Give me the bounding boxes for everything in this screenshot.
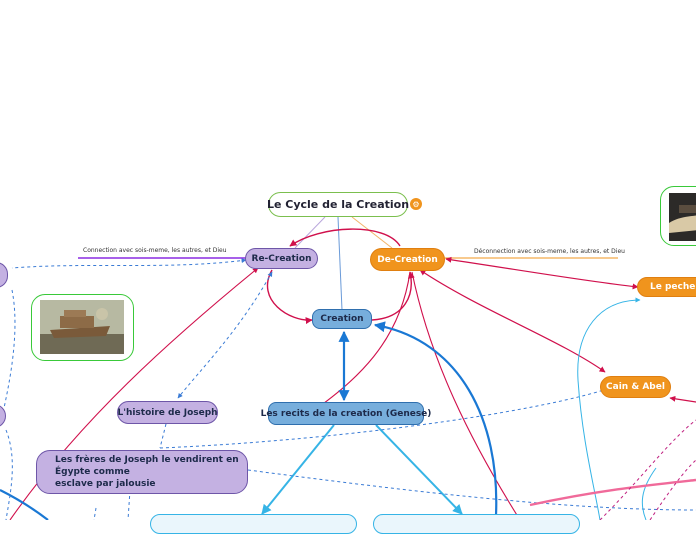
connections-layer bbox=[0, 216, 696, 520]
cain-right-link bbox=[669, 395, 696, 403]
right-cyan-loop-2 bbox=[641, 467, 657, 520]
creation-node[interactable]: Creation bbox=[312, 309, 372, 329]
noah-ark-image bbox=[40, 300, 124, 354]
freres-bottom-dashed bbox=[127, 489, 131, 520]
cycle-recreation-to-creation bbox=[266, 269, 313, 325]
cycle-decreation-to-recreation bbox=[289, 228, 401, 247]
cain-abel-node[interactable]: Cain & Abel bbox=[600, 376, 671, 398]
recreation-to-joseph-dashed bbox=[177, 271, 273, 399]
root-to-creation-link bbox=[337, 216, 343, 311]
decreation-down-link-2 bbox=[411, 271, 521, 520]
peche-node[interactable]: Le peche ori bbox=[637, 277, 696, 297]
relation-label-recreation: Connection avec sois-meme, les autres, e… bbox=[83, 247, 227, 254]
freres-line-2: esclave par jalousie bbox=[55, 479, 156, 489]
peche-image bbox=[669, 193, 696, 241]
bottom-left-child-node[interactable] bbox=[150, 514, 357, 534]
noah-ark-image-frame bbox=[31, 294, 134, 361]
root-settings-icon[interactable]: ⚙ bbox=[410, 198, 422, 210]
decreation-node[interactable]: De-Creation bbox=[370, 248, 445, 271]
left-lower-dashed bbox=[5, 429, 13, 520]
decreation-to-peche-link bbox=[445, 256, 639, 290]
recreation-to-left-dashed bbox=[11, 258, 247, 269]
recreation-node[interactable]: Re-Creation bbox=[245, 248, 318, 269]
freres-to-right-dashed bbox=[247, 469, 696, 511]
cycle-creation-to-decreation bbox=[371, 271, 415, 321]
root-to-decreation-link bbox=[351, 216, 393, 249]
decreation-to-cain-link bbox=[419, 269, 606, 373]
recits-to-left-child-link bbox=[261, 424, 335, 515]
freres-line-1: Les frères de Joseph le vendirent en Égy… bbox=[55, 455, 239, 477]
root-topic[interactable]: Le Cycle de la Creation bbox=[267, 192, 409, 217]
joseph-node[interactable]: L'histoire de Joseph bbox=[117, 401, 218, 424]
bottom-right-child-node[interactable] bbox=[373, 514, 580, 534]
right-magenta-dashed-2 bbox=[649, 459, 696, 520]
creation-to-bottom-right-link bbox=[373, 321, 498, 516]
root-to-recreation-link bbox=[294, 216, 326, 249]
recits-node[interactable]: Les recits de la creation (Genese) bbox=[261, 402, 431, 425]
left-vertical-dashed bbox=[3, 289, 16, 409]
right-pink-link bbox=[529, 478, 696, 507]
bottom-left-blue-link bbox=[0, 489, 49, 520]
joseph-to-freres-dashed bbox=[159, 423, 167, 449]
freres-bottom-dashed-2 bbox=[93, 507, 97, 520]
decreation-down-link bbox=[299, 271, 411, 421]
right-cyan-loop bbox=[577, 297, 641, 520]
freres-node[interactable]: Les frères de Joseph le vendirent en Égy… bbox=[36, 450, 248, 494]
peche-image-frame bbox=[660, 186, 696, 246]
relation-label-decreation: Déconnection avec sois-meme, les autres,… bbox=[474, 248, 625, 255]
recits-to-right-child-link bbox=[375, 424, 463, 515]
right-magenta-dashed bbox=[599, 419, 696, 520]
